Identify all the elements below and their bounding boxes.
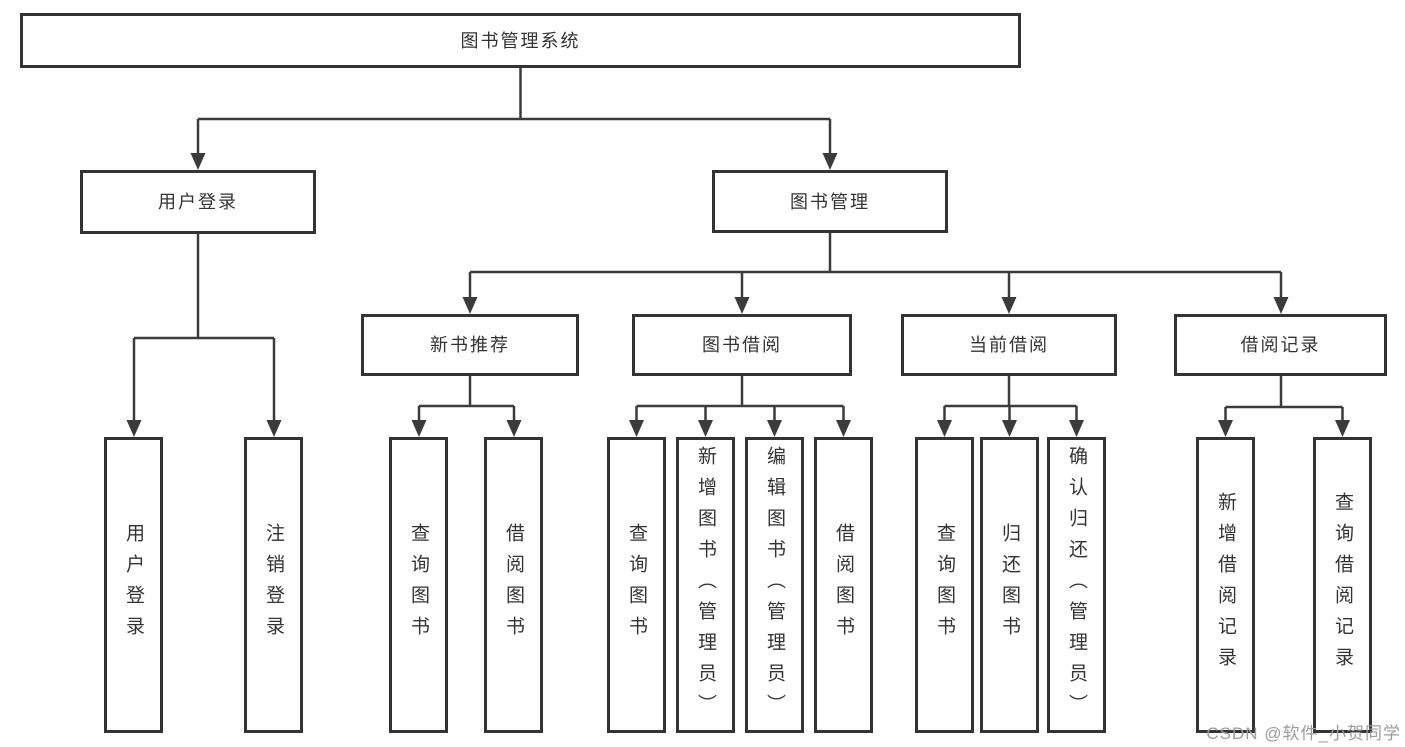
leaf-user-login: 用户登录	[104, 437, 163, 733]
leaf-return-books: 归还图书	[980, 437, 1039, 733]
leaf-logout: 注销登录	[244, 437, 303, 733]
arrowhead	[629, 420, 644, 437]
node-new-book-recommend: 新书推荐	[361, 314, 579, 376]
arrowhead	[506, 420, 522, 437]
arrowhead	[266, 420, 282, 437]
arrowhead	[190, 153, 206, 170]
arrowhead	[767, 420, 782, 437]
leaf-add-books-admin: 新增图书（管理员）	[676, 437, 735, 733]
node-library-system: 图书管理系统	[20, 13, 1021, 68]
arrowhead	[1273, 297, 1289, 314]
arrowhead	[411, 420, 427, 437]
leaf-edit-books-admin: 编辑图书（管理员）	[745, 437, 804, 733]
leaf-borrow-books: 借阅图书	[814, 437, 873, 733]
csdn-watermark: CSDN @软件_小贺同学	[1206, 724, 1401, 743]
leaf-query-books-recommend: 查询图书	[389, 437, 448, 733]
connector-borrow-records	[1218, 376, 1350, 437]
arrowhead	[1218, 420, 1233, 437]
leaf-query-books-borrow: 查询图书	[607, 437, 666, 733]
node-borrow-records: 借阅记录	[1174, 314, 1387, 376]
connector-book-borrow	[629, 376, 851, 437]
leaf-confirm-return-admin: 确认归还（管理员）	[1047, 437, 1106, 733]
connector-current-borrow	[937, 376, 1084, 437]
node-book-management: 图书管理	[712, 170, 948, 233]
arrowhead	[462, 297, 478, 314]
connector-user-login	[126, 234, 282, 437]
arrowhead	[126, 420, 142, 437]
leaf-query-borrow-record: 查询借阅记录	[1313, 437, 1372, 733]
node-current-borrow: 当前借阅	[901, 314, 1117, 376]
leaf-borrow-books-recommend: 借阅图书	[484, 437, 543, 733]
connector-new-books	[411, 376, 522, 437]
arrowhead	[734, 297, 750, 314]
arrowhead	[1001, 297, 1017, 314]
arrowhead	[822, 153, 838, 170]
leaf-add-borrow-record: 新增借阅记录	[1196, 437, 1255, 733]
node-book-borrow: 图书借阅	[632, 314, 852, 376]
node-user-login: 用户登录	[80, 170, 316, 234]
leaf-query-books-current: 查询图书	[915, 437, 974, 733]
arrowhead	[698, 420, 713, 437]
connector-book-management	[462, 233, 1289, 314]
arrowhead	[1002, 420, 1017, 437]
arrowhead	[937, 420, 952, 437]
arrowhead	[836, 420, 851, 437]
arrowhead	[1335, 420, 1350, 437]
connector-root	[190, 68, 838, 170]
arrowhead	[1069, 420, 1084, 437]
